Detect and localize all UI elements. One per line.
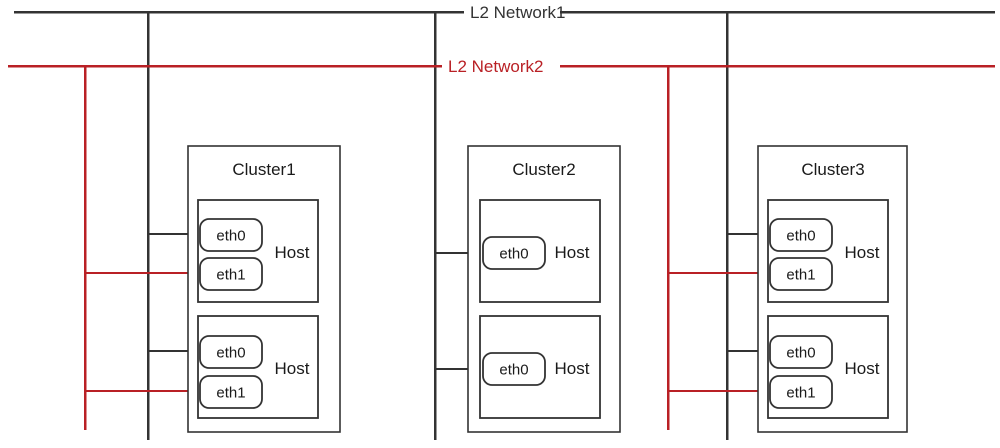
interface-label: eth0 bbox=[786, 228, 815, 245]
interface-eth1-cluster1-host1[interactable]: eth1 bbox=[199, 257, 263, 291]
host-label: Host bbox=[555, 243, 590, 262]
interface-label: eth1 bbox=[216, 267, 245, 284]
host-label: Host bbox=[555, 359, 590, 378]
host-label: Host bbox=[845, 359, 880, 378]
interface-eth0-cluster1-host1[interactable]: eth0 bbox=[199, 218, 263, 252]
cluster-label: Cluster3 bbox=[801, 160, 864, 179]
cluster-label: Cluster1 bbox=[232, 160, 295, 179]
host-cluster1-host2[interactable]: Host eth0 eth1 bbox=[197, 315, 319, 419]
interface-label: eth0 bbox=[499, 362, 528, 379]
interface-eth0-cluster1-host2[interactable]: eth0 bbox=[199, 335, 263, 369]
network-label-l2-network1: L2 Network1 bbox=[470, 3, 565, 22]
host-label: Host bbox=[845, 243, 880, 262]
host-cluster2-host1[interactable]: Host eth0 bbox=[479, 199, 601, 303]
interface-label: eth0 bbox=[499, 246, 528, 263]
interface-label: eth0 bbox=[216, 228, 245, 245]
interface-pill[interactable] bbox=[199, 375, 263, 409]
interface-eth0-cluster3-host2[interactable]: eth0 bbox=[769, 335, 833, 369]
interface-eth0-cluster3-host1[interactable]: eth0 bbox=[769, 218, 833, 252]
interface-label: eth0 bbox=[786, 345, 815, 362]
host-cluster3-host2[interactable]: Host eth0 eth1 bbox=[767, 315, 889, 419]
interface-pill[interactable] bbox=[199, 218, 263, 252]
interface-pill[interactable] bbox=[769, 218, 833, 252]
interface-eth0-cluster2-host2[interactable]: eth0 bbox=[482, 352, 546, 386]
interface-eth1-cluster3-host1[interactable]: eth1 bbox=[769, 257, 833, 291]
host-cluster3-host1[interactable]: Host eth0 eth1 bbox=[767, 199, 889, 303]
interface-eth0-cluster2-host1[interactable]: eth0 bbox=[482, 236, 546, 270]
host-label: Host bbox=[275, 243, 310, 262]
interface-eth1-cluster3-host2[interactable]: eth1 bbox=[769, 375, 833, 409]
interface-eth1-cluster1-host2[interactable]: eth1 bbox=[199, 375, 263, 409]
interface-pill[interactable] bbox=[769, 375, 833, 409]
interface-label: eth1 bbox=[216, 385, 245, 402]
interface-pill[interactable] bbox=[199, 257, 263, 291]
host-cluster2-host2[interactable]: Host eth0 bbox=[479, 315, 601, 419]
host-label: Host bbox=[275, 359, 310, 378]
interface-label: eth1 bbox=[786, 267, 815, 284]
interface-pill[interactable] bbox=[769, 257, 833, 291]
interface-pill[interactable] bbox=[199, 335, 263, 369]
cluster-label: Cluster2 bbox=[512, 160, 575, 179]
interface-label: eth0 bbox=[216, 345, 245, 362]
interface-label: eth1 bbox=[786, 385, 815, 402]
interface-pill[interactable] bbox=[482, 236, 546, 270]
network-label-l2-network2: L2 Network2 bbox=[448, 57, 543, 76]
host-cluster1-host1[interactable]: Host eth0 eth1 bbox=[197, 199, 319, 303]
interface-pill[interactable] bbox=[769, 335, 833, 369]
interface-pill[interactable] bbox=[482, 352, 546, 386]
